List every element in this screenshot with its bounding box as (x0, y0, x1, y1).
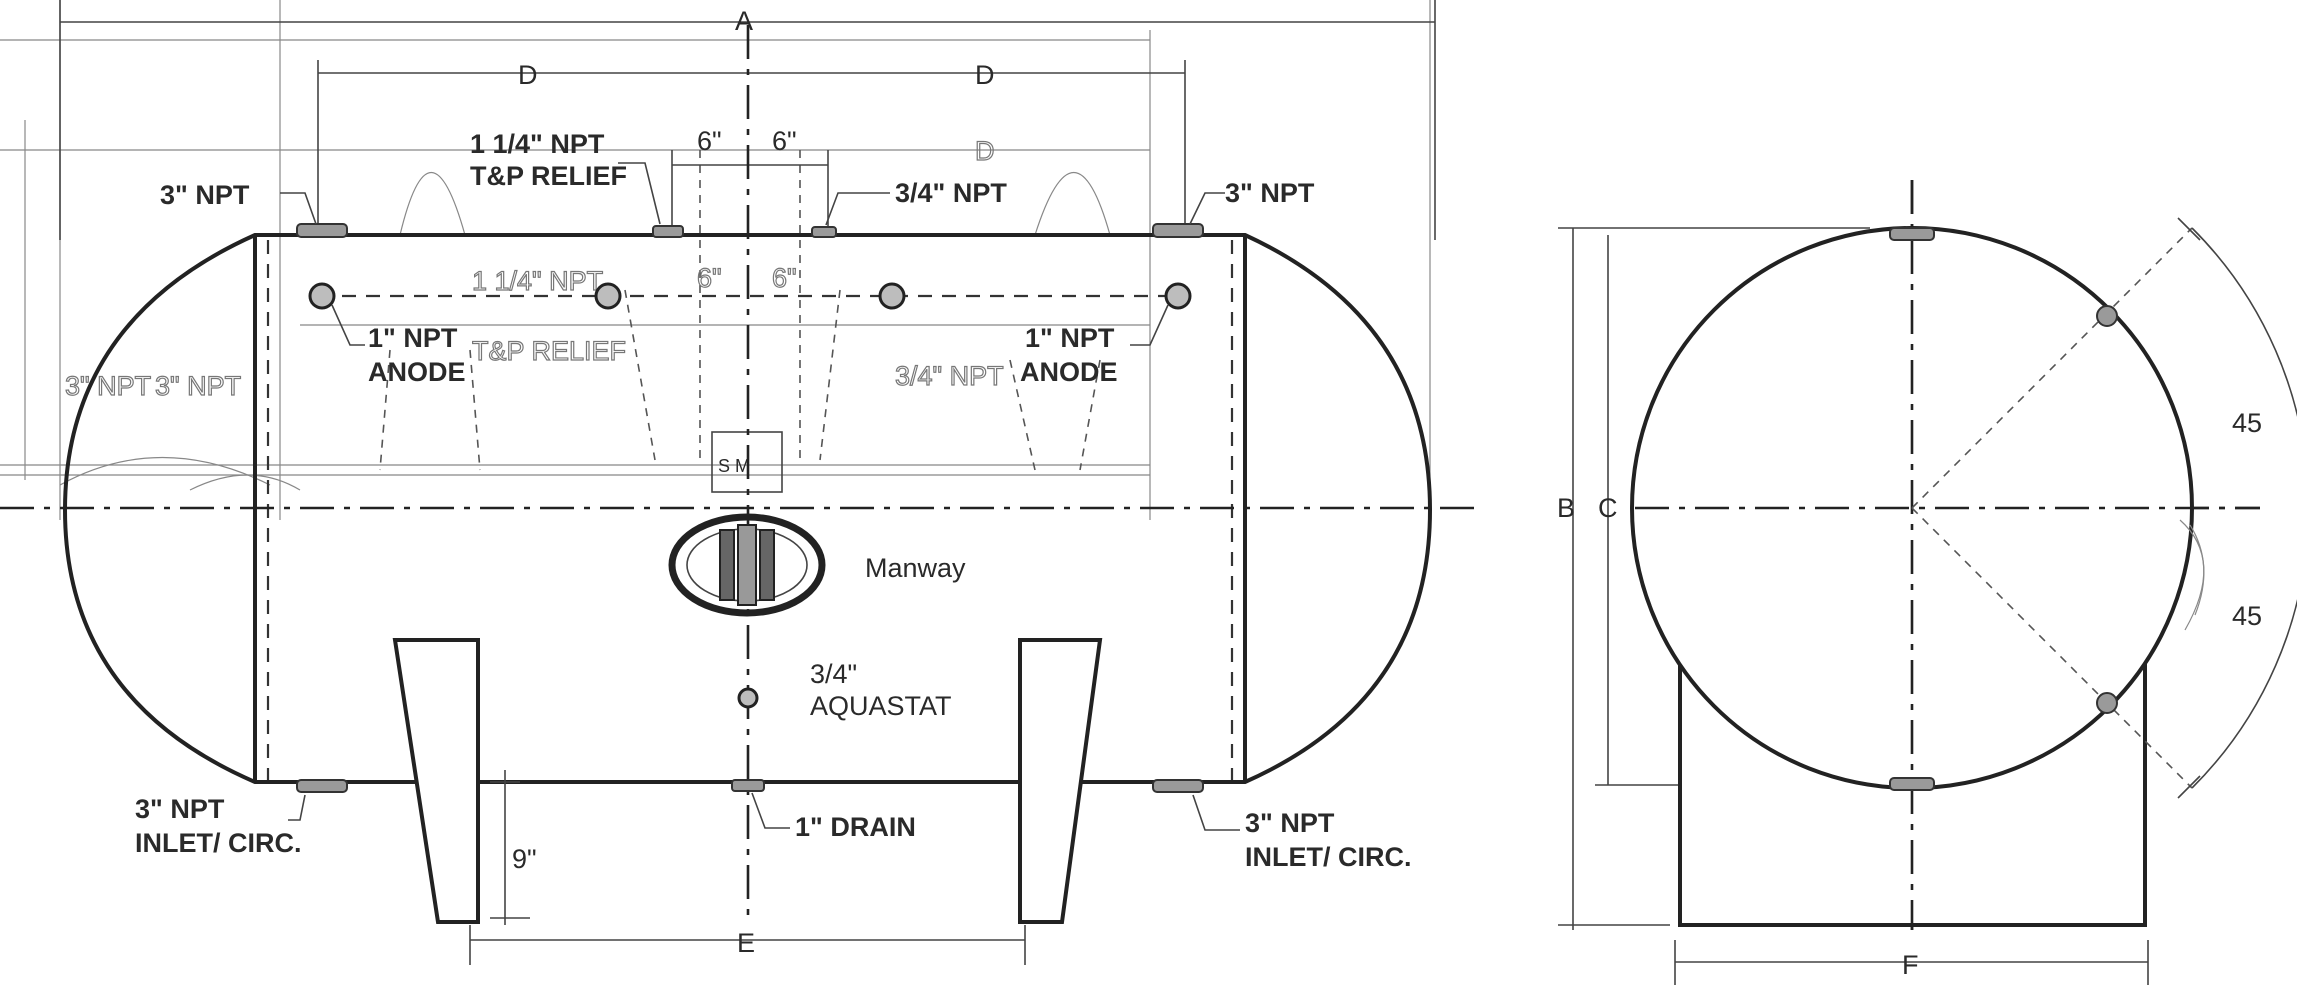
dim-e-label: E (737, 928, 755, 958)
ghost-text-6: 6" (697, 263, 722, 293)
dim-d-right-label: D (975, 60, 995, 90)
angle-lower-label: 45 (2232, 601, 2262, 631)
ghost-text-5: 3" NPT (155, 371, 241, 401)
anode-right-name-label: ANODE (1020, 357, 1118, 387)
manway-label: Manway (865, 553, 966, 583)
aquastat-port (737, 687, 759, 709)
tp-name-label: T&P RELIEF (470, 161, 627, 191)
end-bottom-nozzle (1889, 777, 1935, 791)
anode-right-size-label: 1" NPT (1025, 323, 1115, 353)
bottom-left-inlet-nozzle (296, 779, 348, 793)
tp-relief-nozzle (652, 225, 684, 238)
bottom-right-inlet-nozzle (1152, 779, 1204, 793)
tp-size-label: 1 1/4" NPT (470, 129, 605, 159)
top-left-npt-label: 3" NPT (160, 180, 250, 210)
anode-port-left (308, 282, 336, 310)
side-view: A D D 6" 6" (0, 0, 1480, 965)
port-3 (878, 282, 906, 310)
dim-a-label: A (735, 6, 753, 36)
dim-d-left-label: D (518, 60, 538, 90)
dim-nine-label: 9" (512, 844, 537, 874)
dim-six-right-label: 6" (772, 126, 797, 156)
aquastat-size-label: 3/4" (810, 659, 857, 689)
sm-mark: S M (718, 456, 750, 476)
three-quarter-npt-label: 3/4" NPT (895, 178, 1007, 208)
manway-ring (668, 513, 826, 617)
ghost-overlay: 1 1/4" NPT T&P RELIEF 3/4" NPT 3" NPT 3"… (0, 0, 1431, 520)
dim-c-label: C (1598, 493, 1618, 523)
ghost-text-3: 3/4" NPT (895, 361, 1004, 391)
anode-left-size-label: 1" NPT (368, 323, 458, 353)
ghost-text-8: D (975, 136, 995, 166)
angle-arc (2191, 227, 2297, 789)
end-top-nozzle (1889, 227, 1935, 241)
aquastat-name-label: AQUASTAT (810, 691, 952, 721)
dim-f-label: F (1902, 950, 1919, 980)
end-upper-port (2096, 305, 2118, 327)
bottom-right-npt-label: 3" NPT (1245, 808, 1335, 838)
ghost-text-2: T&P RELIEF (472, 336, 626, 366)
bottom-right-inlet-label: INLET/ CIRC. (1245, 842, 1412, 872)
bottom-left-inlet-label: INLET/ CIRC. (135, 828, 302, 858)
three-quarter-nozzle (811, 226, 837, 238)
drain-nozzle (731, 779, 765, 792)
top-right-npt-label: 3" NPT (1225, 178, 1315, 208)
left-leg (392, 638, 480, 924)
top-left-3in-nozzle (296, 223, 348, 238)
right-leg (1018, 638, 1103, 924)
drain-label: 1" DRAIN (795, 812, 916, 842)
anode-port-right (1164, 282, 1192, 310)
dim-six-left-label: 6" (697, 126, 722, 156)
bottom-left-npt-label: 3" NPT (135, 794, 225, 824)
end-view: B C F 45 45 (1557, 180, 2297, 985)
anode-left-name-label: ANODE (368, 357, 466, 387)
port-2 (594, 282, 622, 310)
ghost-text-7: 6" (772, 263, 797, 293)
top-right-3in-nozzle (1152, 223, 1204, 238)
end-lower-port (2096, 692, 2118, 714)
ghost-text-1: 1 1/4" NPT (472, 266, 603, 296)
angle-upper-label: 45 (2232, 408, 2262, 438)
ghost-text-4: 3" NPT (65, 371, 151, 401)
dim-b-label: B (1557, 493, 1575, 523)
